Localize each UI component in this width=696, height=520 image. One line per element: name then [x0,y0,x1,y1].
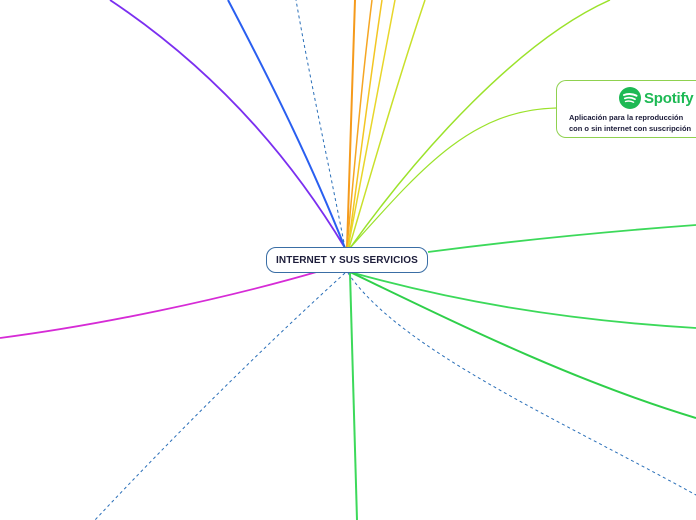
connector-green-right-3 [349,271,696,419]
connector-dashed-top [295,0,346,249]
connector-yellow-3 [348,0,426,249]
spotify-icon [619,87,641,109]
connector-green-right-2 [349,271,696,329]
connector-orange-1 [346,0,356,249]
central-topic-label: INTERNET Y SUS SERVICIOS [276,254,418,266]
spotify-description: Aplicación para la reproducción con o si… [569,112,696,134]
spotify-description-line-1: Aplicación para la reproducción [569,113,684,122]
connector-green-down [349,272,358,520]
connector-blue [227,0,346,249]
connector-yellow-2 [347,0,396,249]
central-topic-node[interactable]: INTERNET Y SUS SERVICIOS [266,247,428,273]
connector-yellow-1 [347,0,383,249]
spotify-description-line-2: con o sin internet con suscripción [569,124,692,133]
connector-lime-spotify [349,107,557,249]
connector-dashed-bottom-left [94,272,346,520]
spotify-node[interactable]: Spotify Aplicación para la reproducción … [556,80,696,138]
connector-purple [109,0,346,249]
connector-orange-2 [346,0,373,249]
connector-dashed-bottom-right [347,272,696,496]
connector-magenta-left [0,270,321,339]
connector-lime-top [349,0,611,249]
connector-green-right-1 [427,224,696,253]
spotify-logo: Spotify [619,86,694,110]
spotify-logo-text: Spotify [644,89,694,107]
